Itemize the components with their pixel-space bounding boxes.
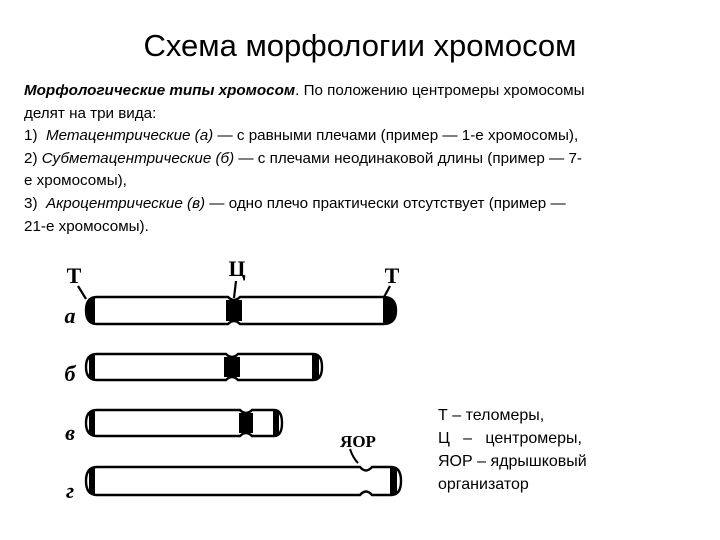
legend-line-2: Ц – центромеры, [438, 430, 582, 447]
row-label-b: б [65, 361, 77, 386]
row-label-v: в [65, 420, 75, 445]
item2-rest: — с плечами неодинаковой длины (пример —… [234, 149, 582, 167]
item3-rest: — одно плечо практически отсутствует (пр… [205, 194, 566, 212]
desc-line1-rest: . По положению центромеры хромосомы [295, 82, 585, 99]
desc-item-2-cont: е хромосомы), [24, 172, 127, 190]
pointer-yaor [349, 448, 359, 464]
item1-type: Метацентрические (а) [45, 127, 214, 145]
chromosome-g [84, 465, 403, 497]
item1-rest: — с равными плечами (пример — 1-е хромос… [213, 127, 579, 145]
desc-item-3-cont: 21-е хромосомы). [24, 217, 149, 235]
item2-type: Субметацентрические (б) [41, 149, 235, 167]
desc-line-1: Морфологические типы хромосом. По положе… [24, 80, 704, 103]
chromosome-v [84, 408, 284, 438]
item3-num: 3) [24, 194, 46, 212]
legend-line-4: организатор [438, 476, 529, 493]
desc-item-2: 2) Субметацентрические (б) — с плечами н… [24, 148, 704, 171]
page-title: Схема морфологии хромосом [143, 28, 577, 63]
description: Морфологические типы хромосом. По положе… [24, 80, 704, 238]
pointer-t-left [77, 285, 87, 300]
row-label-a: а [65, 303, 76, 328]
legend-line-3: ЯОР – ядрышковый [438, 453, 587, 470]
label-yaor: ЯОР [340, 432, 376, 451]
desc-item-1: 1) Метацентрические (а) — с равными плеч… [24, 125, 704, 148]
item2-num: 2) [24, 149, 42, 167]
chromosome-a [84, 295, 398, 326]
legend: Т – теломеры, Ц – центромеры, ЯОР – ядры… [438, 404, 708, 496]
item3-type: Акроцентрические (в) [45, 194, 206, 212]
pointer-c [232, 280, 238, 299]
label-centromere: Ц [228, 256, 245, 281]
desc-heading: Морфологические типы хромосом [24, 82, 296, 99]
label-telomere-left: Т [67, 263, 82, 288]
legend-line-1: Т – теломеры, [438, 407, 545, 424]
desc-line-2: делят на три вида: [24, 104, 157, 122]
row-label-g: г [66, 478, 74, 503]
chromosome-b [84, 352, 324, 382]
desc-item-3: 3) Акроцентрические (в) — одно плечо пра… [24, 193, 704, 216]
label-telomere-right: Т [385, 263, 400, 288]
item1-num: 1) [24, 127, 46, 145]
